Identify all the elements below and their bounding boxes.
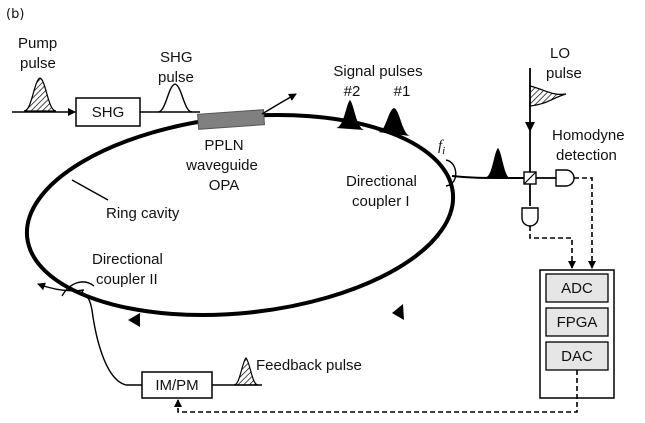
ppln-waveguide [197, 109, 266, 130]
impm-box [141, 371, 213, 399]
detector-2-to-adc [529, 226, 576, 269]
ppln-label-line2: waveguide [185, 157, 258, 174]
pump-label-line1: Pump [18, 35, 57, 52]
ppln-label-line1: PPLN [204, 137, 243, 154]
detector-1-to-adc [574, 177, 596, 269]
lo-label-line2: pulse [546, 65, 582, 82]
homodyne-label-line2: detection [556, 147, 617, 164]
coupler-1-label-line1: Directional [346, 173, 417, 190]
ring-cavity-label: Ring cavity [106, 205, 180, 222]
dac-label: DAC [561, 348, 593, 365]
adc-box [545, 273, 609, 303]
feedback-pulse-shape [233, 357, 259, 386]
coupler-1-label-line2: coupler I [352, 193, 410, 210]
fpga-label: FPGA [557, 314, 598, 331]
beam-splitter-diagonal [523, 171, 537, 185]
feedback-label: Feedback pulse [256, 357, 362, 374]
coupler-2-label-line1: Directional [92, 251, 163, 268]
coupler-2-hook [61, 281, 95, 297]
pump-label-line2: pulse [20, 55, 56, 72]
coupler-2-output-arrow [37, 282, 85, 292]
ring-direction-arrow-2 [392, 304, 404, 320]
coupler-1-output-line [451, 175, 529, 179]
dac-to-impm [174, 370, 578, 413]
shg-pulse-label-line1: SHG [160, 49, 193, 66]
homodyne-label-line1: Homodyne [552, 127, 625, 144]
ring-cavity-pointer [71, 179, 109, 201]
coupler-1-hook [445, 159, 457, 187]
pump-pulse-shape [23, 77, 57, 112]
lo-arrowhead [525, 122, 535, 132]
signal-1-label: #1 [394, 83, 411, 100]
fi-label: fi [438, 138, 445, 157]
panel-tag: (b) [6, 7, 24, 22]
impm-label: IM/PM [155, 377, 198, 394]
signal-pulse-1 [378, 108, 410, 136]
impm-to-coupler-2 [81, 289, 142, 386]
fpga-box [545, 307, 609, 337]
shg-box-label: SHG [92, 104, 125, 121]
shg-pulse-shape [157, 83, 193, 113]
ppln-label-line3: OPA [209, 177, 240, 194]
lo-label-line1: LO [550, 45, 570, 62]
photodetector-1 [555, 169, 575, 187]
signal-2-label: #2 [344, 83, 361, 100]
shg-pulse-label-line2: pulse [158, 69, 194, 86]
coupler-2-label-line2: coupler II [96, 271, 158, 288]
signal-pulse-2 [336, 100, 364, 130]
ring-direction-arrow-1 [128, 313, 140, 327]
lo-pulse-shape [529, 85, 567, 107]
signal-pulses-label: Signal pulses [333, 63, 422, 80]
photodetector-2 [521, 207, 539, 227]
ppln-output-arrow [261, 93, 297, 115]
tapped-signal-pulse [486, 148, 510, 178]
adc-label: ADC [561, 280, 593, 297]
